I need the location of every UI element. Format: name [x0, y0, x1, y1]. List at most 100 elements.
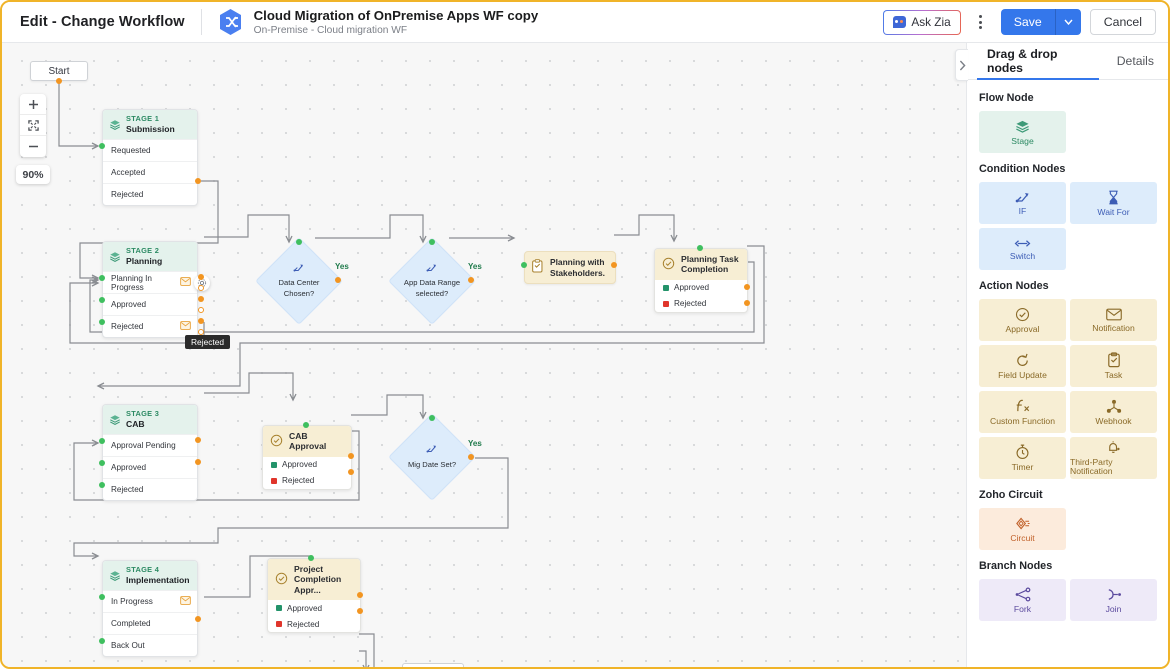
palette-tile-wait-for[interactable]: Wait For: [1070, 182, 1157, 224]
project-approved-port[interactable]: [357, 592, 363, 598]
start-output-port[interactable]: [56, 78, 62, 84]
palette-tile-third-party-notification[interactable]: Third-Party Notification: [1070, 437, 1157, 479]
stage-3-output-port-2[interactable]: [195, 459, 201, 465]
data-center-output-port[interactable]: [335, 277, 341, 283]
stage-4-input-port-2[interactable]: [99, 638, 105, 644]
stage-4-output-port[interactable]: [195, 616, 201, 622]
palette-tile-label: Fork: [1013, 603, 1032, 614]
node-stage-3[interactable]: STAGE 3 CAB Approval Pending Approved Re…: [102, 404, 198, 502]
stage-3-input-port-3[interactable]: [99, 482, 105, 488]
stage-2-input-port-3[interactable]: [99, 319, 105, 325]
stage-4-row-back-out[interactable]: Back Out: [103, 634, 197, 656]
tab-drag-drop-nodes[interactable]: Drag & drop nodes: [973, 43, 1103, 80]
stage-2-row-rejected[interactable]: Rejected: [103, 315, 197, 337]
app-data-input-port[interactable]: [429, 239, 435, 245]
node-approval-project-completion[interactable]: Project Completion Appr... Approved Reje…: [267, 558, 361, 634]
stage-3-row-rejected[interactable]: Rejected: [103, 478, 197, 500]
zoom-in-button[interactable]: [20, 94, 46, 115]
workflow-canvas[interactable]: 90%: [2, 43, 970, 667]
cab-approval-input-port[interactable]: [303, 422, 309, 428]
stage-1-row-rejected[interactable]: Rejected: [103, 183, 197, 205]
stage-4-row-in-progress[interactable]: In Progress: [103, 590, 197, 612]
save-dropdown-button[interactable]: [1055, 9, 1081, 35]
stage-2-row-approved[interactable]: Approved: [103, 293, 197, 315]
approval-check-icon: [270, 434, 283, 449]
stage-4-input-port-1[interactable]: [99, 594, 105, 600]
stage-2-input-port-2[interactable]: [99, 297, 105, 303]
node-stage-4[interactable]: STAGE 4 Implementation In Progress Compl…: [102, 560, 198, 658]
stage-3-output-port-1[interactable]: [195, 437, 201, 443]
stage-4-row-completed[interactable]: Completed: [103, 612, 197, 634]
project-rejected-port[interactable]: [357, 608, 363, 614]
palette-tile-webhook[interactable]: Webhook: [1070, 391, 1157, 433]
approval-row-rejected[interactable]: Rejected: [655, 296, 747, 312]
approval-row-approved[interactable]: Approved: [263, 457, 351, 473]
approval-row-approved[interactable]: Approved: [268, 600, 360, 616]
zoom-controls: [20, 94, 46, 157]
node-condition-mig-date[interactable]: Mig Date Set?: [388, 413, 476, 501]
palette-tile-if[interactable]: IF: [979, 182, 1066, 224]
panel-collapse-button[interactable]: [955, 49, 968, 81]
palette-tile-task[interactable]: Task: [1070, 345, 1157, 387]
planning-task-approved-port[interactable]: [744, 284, 750, 290]
palette-tile-stage[interactable]: Stage: [979, 111, 1066, 153]
palette-tile-fork[interactable]: Fork: [979, 579, 1066, 621]
planning-task-rejected-port[interactable]: [744, 300, 750, 306]
more-vertical-icon[interactable]: [970, 9, 992, 35]
stage-1-input-port[interactable]: [99, 143, 105, 149]
palette-tile-field-update[interactable]: Field Update: [979, 345, 1066, 387]
stage-2-output-port-hollow-1[interactable]: [198, 285, 204, 291]
node-partial-bottom[interactable]: [402, 663, 464, 667]
stage-2-output-port-1[interactable]: [198, 274, 204, 280]
mig-date-input-port[interactable]: [429, 415, 435, 421]
stage-2-output-port-2[interactable]: [198, 296, 204, 302]
stage-2-output-port-hollow-2[interactable]: [198, 307, 204, 313]
approval-row-approved[interactable]: Approved: [655, 280, 747, 296]
stage-1-row-requested[interactable]: Requested: [103, 139, 197, 161]
node-condition-data-center[interactable]: Data Center Chosen?: [255, 237, 343, 325]
ask-zia-button[interactable]: Ask Zia: [883, 10, 960, 35]
zoom-level-indicator[interactable]: 90%: [16, 165, 50, 184]
stage-1-output-port[interactable]: [195, 178, 201, 184]
node-task-planning-stakeholders[interactable]: Planning with Stakeholders.: [524, 251, 616, 284]
task-planning-output-port[interactable]: [611, 262, 617, 268]
cab-rejected-port[interactable]: [348, 469, 354, 475]
palette-tile-switch[interactable]: Switch: [979, 228, 1066, 270]
palette-tile-notification[interactable]: Notification: [1070, 299, 1157, 341]
stage-3-input-port-2[interactable]: [99, 460, 105, 466]
mig-date-output-port[interactable]: [468, 454, 474, 460]
stage-1-row-accepted[interactable]: Accepted: [103, 161, 197, 183]
palette-tile-timer[interactable]: Timer: [979, 437, 1066, 479]
node-condition-app-data-range[interactable]: App Data Range selected?: [388, 237, 476, 325]
data-center-input-port[interactable]: [296, 239, 302, 245]
task-planning-input-port[interactable]: [521, 262, 527, 268]
planning-task-input-port[interactable]: [697, 245, 703, 251]
node-stage-1[interactable]: STAGE 1 Submission Requested Accepted Re…: [102, 109, 198, 207]
stage-3-row-approved[interactable]: Approved: [103, 456, 197, 478]
zoom-out-button[interactable]: [20, 136, 46, 157]
project-approval-input-port[interactable]: [308, 555, 314, 561]
stage-2-output-port-hollow-3[interactable]: [198, 329, 204, 335]
cab-approved-port[interactable]: [348, 453, 354, 459]
status-dot-approved: [276, 605, 282, 612]
stage-3-input-port-1[interactable]: [99, 438, 105, 444]
fit-screen-button[interactable]: [20, 115, 46, 136]
stage-3-row-approval-pending[interactable]: Approval Pending: [103, 434, 197, 456]
node-approval-planning-task[interactable]: Planning Task Completion Approved Reject…: [654, 248, 748, 313]
stage-2-output-port-3[interactable]: [198, 318, 204, 324]
palette-tile-join[interactable]: Join: [1070, 579, 1157, 621]
approval-row-rejected[interactable]: Rejected: [268, 616, 360, 632]
tab-details[interactable]: Details: [1116, 54, 1154, 68]
palette-tile-circuit[interactable]: Circuit: [979, 508, 1066, 550]
palette-tile-approval[interactable]: Approval: [979, 299, 1066, 341]
approval-row-rejected[interactable]: Rejected: [263, 473, 351, 489]
stage-2-row-planning-in-progress[interactable]: Planning In Progress: [103, 271, 197, 293]
stage-2-input-port-1[interactable]: [99, 275, 105, 281]
node-approval-cab[interactable]: CAB Approval Approved Rejected: [262, 425, 352, 490]
palette-tile-custom-function[interactable]: Custom Function: [979, 391, 1066, 433]
approval-row-label: Approved: [287, 603, 323, 613]
node-stage-2[interactable]: STAGE 2 Planning Planning In Progress Ap…: [102, 241, 198, 339]
app-data-output-port[interactable]: [468, 277, 474, 283]
save-button[interactable]: Save: [1000, 9, 1056, 35]
cancel-button[interactable]: Cancel: [1089, 9, 1156, 35]
